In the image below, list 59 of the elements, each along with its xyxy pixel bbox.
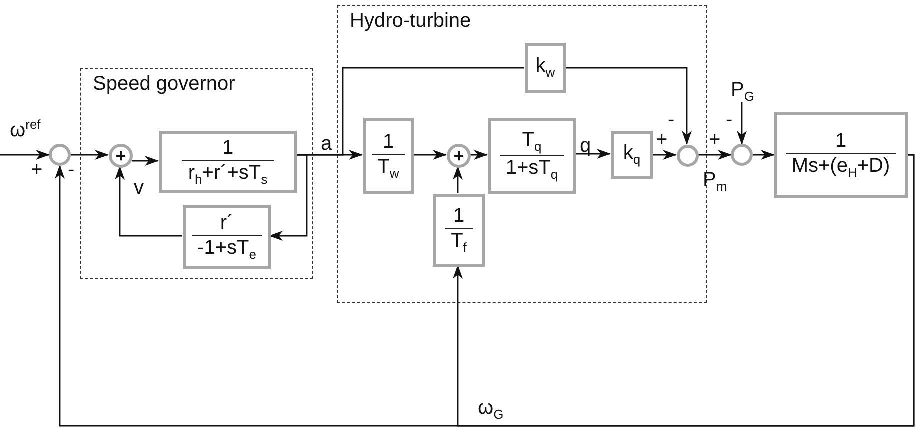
summing-junction <box>731 144 753 166</box>
signal-arrow <box>565 67 692 145</box>
sign-label: - <box>668 110 675 130</box>
signal-label: v <box>134 178 144 198</box>
signal-arrow <box>132 156 159 166</box>
signal-arrow <box>470 150 488 160</box>
transfer-function-block <box>433 194 485 267</box>
signal-label: P$_{G}$ <box>731 80 754 103</box>
transfer-function-block <box>611 131 653 179</box>
denominator: T$_{f}$ <box>445 228 473 256</box>
denominator: Ms+(e$_{H}$+D) <box>786 152 896 180</box>
numerator: r´ <box>219 212 235 235</box>
numerator: 1 <box>221 136 235 160</box>
denominator: 1+sT$_{q}$ <box>500 155 564 183</box>
signal-arrow <box>698 150 732 160</box>
sign-label: + <box>31 160 43 180</box>
gain-label: k$_{q}$ <box>622 142 642 168</box>
numerator: 1 <box>834 130 848 153</box>
transfer-function-block <box>488 118 576 194</box>
summing-junction <box>49 144 71 166</box>
summing-junction <box>677 145 699 167</box>
sign-label: - <box>726 110 733 130</box>
signal-arrow <box>737 102 747 145</box>
signal-label: ω$_{G}$ <box>478 398 504 421</box>
frame-title: Speed governor <box>93 73 236 96</box>
signal-line <box>296 67 524 156</box>
denominator: -1+sT$_{e}$ <box>192 234 262 262</box>
signal-label: q <box>580 136 592 156</box>
signal-arrow <box>753 150 775 160</box>
signal-label: P$_{m}$ <box>703 170 728 193</box>
signal-arrow <box>0 150 50 160</box>
gain-label: k$_{w}$ <box>534 55 556 81</box>
summing-junction: + <box>109 144 133 168</box>
frame-title: Hydro-turbine <box>350 10 472 33</box>
denominator: r$_{h}$+r´+sT$_{s}$ <box>182 160 274 188</box>
signal-arrow <box>652 150 677 160</box>
transfer-function-block <box>525 43 566 93</box>
signal-label: a <box>321 134 332 154</box>
summing-junction: + <box>447 144 471 168</box>
signal-label: ω$^{ref}$ <box>10 118 41 141</box>
transfer-function-block <box>774 112 908 198</box>
sign-label: + <box>656 130 668 150</box>
subsystem-frame <box>80 68 313 279</box>
signal-arrow <box>575 149 611 159</box>
signal-arrow <box>413 150 447 160</box>
transfer-function-block <box>363 118 414 194</box>
numerator: 1 <box>382 130 396 154</box>
denominator: T$_{w}$ <box>372 154 406 182</box>
signal-arrow <box>453 154 915 427</box>
signal-arrow <box>453 166 463 193</box>
sign-label: - <box>68 160 75 180</box>
signal-arrow <box>115 166 182 237</box>
transfer-function-block <box>183 205 271 269</box>
signal-arrow <box>71 150 109 160</box>
numerator: 1 <box>452 205 466 228</box>
numerator: T$_{q}$ <box>521 129 543 155</box>
signal-arrow <box>269 154 308 241</box>
transfer-function-block <box>159 131 297 193</box>
sign-label: + <box>709 130 721 150</box>
